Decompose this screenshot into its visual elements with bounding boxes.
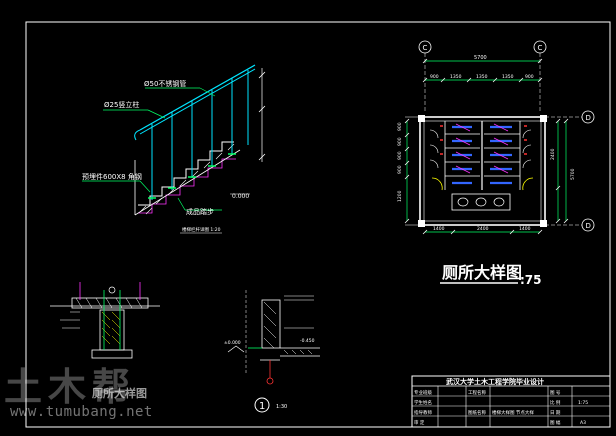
left-dim-5: 1200 [397, 190, 403, 202]
stair-railing-detail: Ø50不锈钢管 Ø25竖立柱 预埋件600X8 角钢 成品踏步 0.000 楼梯… [82, 64, 266, 234]
overall-dim: 5700 [474, 55, 487, 61]
bottom-dim-1: 1400 [433, 226, 445, 232]
sheet-border [25, 21, 611, 428]
tb-cell-r1c0: 学生姓名 [414, 399, 432, 406]
grid-bubble-top-right: C [538, 44, 543, 52]
watermark-overlay: 厕所大样图 [92, 386, 147, 400]
step-label: 成品踏步 [186, 207, 214, 216]
handrail-label: Ø50不锈钢管 [144, 79, 186, 88]
plan-scale: :75 [520, 273, 542, 287]
level-1: -0.450 [300, 338, 315, 344]
tb-cell-r0c4: 图 号 [550, 390, 561, 396]
post-label: Ø25竖立柱 [104, 100, 139, 109]
left-dim-3: 900 [397, 151, 403, 160]
baseline-label: 0.000 [232, 193, 249, 200]
bottom-dim-3: 1400 [519, 226, 531, 232]
stair-caption: 楼梯栏杆详图 1:20 [182, 226, 221, 233]
top-dim-5: 900 [525, 74, 534, 80]
watermark-url: www.tumubang.net [10, 404, 153, 420]
footing-detail [50, 282, 160, 359]
top-dim-1: 900 [430, 74, 439, 80]
tb-cell-r3c4: 图 幅 [550, 419, 561, 426]
tb-cell-r2c4: 日 期 [550, 410, 561, 416]
left-dim-4: 900 [397, 165, 403, 174]
left-dim-1: 900 [397, 122, 403, 131]
base-label: 预埋件600X8 角钢 [82, 172, 142, 181]
left-dim-2: 900 [397, 137, 403, 146]
watermark-brand: 土木帮 [4, 365, 137, 409]
right-dim-2: 2400 [550, 148, 556, 160]
toilet-plan: C C 5700 900 1350 1350 1350 900 D D [397, 40, 595, 287]
grid-bubble-right-top: D [586, 114, 591, 122]
level-0: ±0.000 [224, 340, 241, 346]
detail-scale: 1:30 [276, 404, 287, 410]
top-dim-2: 1350 [450, 74, 462, 80]
top-dim-3: 1350 [476, 74, 488, 80]
tb-cell-r2c0: 指导教师 [414, 409, 432, 416]
wall-section-detail: ±0.000 -0.450 1 1:30 [224, 290, 320, 413]
detail-index: 1 [259, 401, 265, 412]
tb-cell-r0c0: 专业班级 [414, 389, 432, 396]
tb-cell-r0c2: 工程名称 [468, 389, 486, 396]
tb-cell-r2c3: 楼梯大样图 节点大样 [492, 409, 534, 416]
tb-cell-r3c5: A3 [580, 420, 586, 426]
tb-cell-r3c0: 审 定 [414, 419, 425, 426]
title-block-school: 武汉大学土木工程学院毕业设计 [446, 377, 544, 386]
right-dim-1: 5700 [570, 168, 576, 180]
title-block: 武汉大学土木工程学院毕业设计 专业班级 工程名称 图 号 学生姓名 比 例 1:… [411, 375, 611, 428]
grid-bubble-top-left: C [423, 44, 428, 52]
tb-cell-r2c2: 图纸名称 [468, 409, 486, 416]
tb-cell-r1c5: 1:75 [578, 400, 588, 406]
top-dim-4: 1350 [502, 74, 514, 80]
grid-bubble-right-bottom: D [586, 222, 591, 230]
bottom-dim-2: 2400 [477, 226, 489, 232]
plan-title: 厕所大样图 [442, 263, 522, 282]
tb-cell-r1c4: 比 例 [550, 399, 561, 406]
